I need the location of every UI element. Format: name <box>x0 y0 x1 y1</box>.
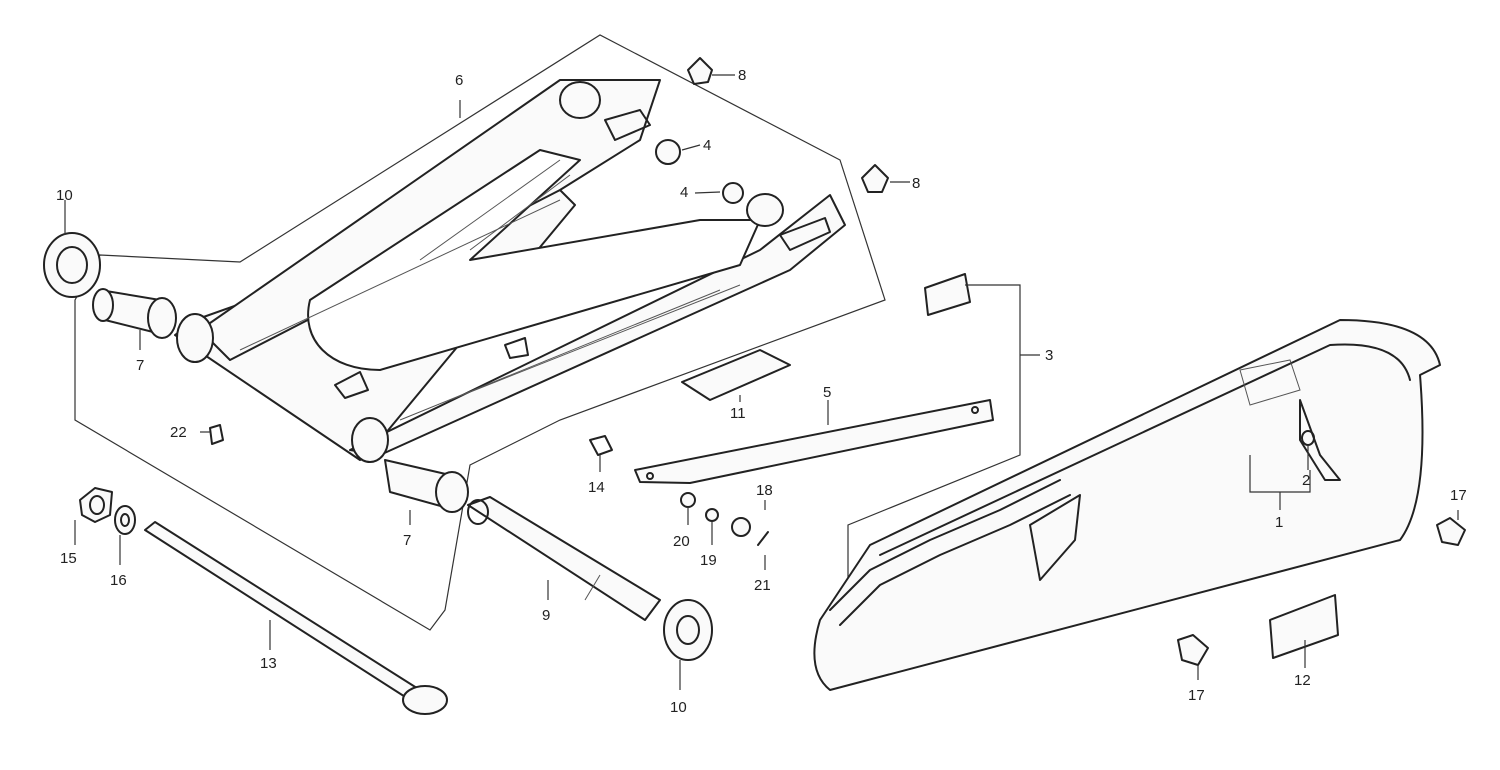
spacer-right <box>384 459 469 513</box>
pin-21 <box>757 531 769 546</box>
swingarm-group-outline <box>74 34 886 631</box>
washer-16 <box>114 505 136 535</box>
callout-3: 3 <box>1045 347 1053 364</box>
washer-20 <box>680 492 696 508</box>
chaincase-group-outline <box>847 284 1021 580</box>
adjuster-8b <box>861 164 889 193</box>
chain-case <box>813 319 1441 691</box>
bolt-14 <box>589 435 613 456</box>
spacer-left <box>92 288 177 339</box>
callout-10a: 10 <box>56 187 73 204</box>
clip-22 <box>209 424 224 445</box>
callout-2: 2 <box>1302 472 1310 489</box>
callout-21: 21 <box>754 577 771 594</box>
callout-4a: 4 <box>703 137 711 154</box>
bushing-4b <box>722 182 744 204</box>
callout-4b: 4 <box>680 184 688 201</box>
nut-18 <box>731 517 751 537</box>
swingarm <box>174 79 846 463</box>
callout-10b: 10 <box>670 699 687 716</box>
callout-17a: 17 <box>1450 487 1467 504</box>
bearing-right <box>663 599 713 661</box>
callout-13: 13 <box>260 655 277 672</box>
bearing-left <box>43 232 101 298</box>
bushing-4a <box>655 139 681 165</box>
callout-7a: 7 <box>136 357 144 374</box>
callout-9: 9 <box>542 607 550 624</box>
leader-lines <box>64 74 1459 690</box>
callout-11: 11 <box>730 405 746 422</box>
plate-11 <box>681 349 791 401</box>
callout-1: 1 <box>1275 514 1283 531</box>
pivot-shaft <box>467 496 661 621</box>
label-12 <box>1269 594 1339 659</box>
callout-19: 19 <box>700 552 717 569</box>
callout-7b: 7 <box>403 532 411 549</box>
sticker-3 <box>924 273 971 316</box>
washer-19 <box>705 508 719 522</box>
callout-6: 6 <box>455 72 463 89</box>
grommet-17a <box>1436 517 1466 546</box>
nut-15 <box>79 487 113 523</box>
tensioner-bar <box>634 399 994 484</box>
callout-22: 22 <box>170 424 187 441</box>
callout-15: 15 <box>60 550 77 567</box>
callout-labels: 6 8 4 4 8 10 7 22 11 5 3 14 18 20 19 21 … <box>56 67 1467 716</box>
callout-18: 18 <box>756 482 773 499</box>
callout-8a: 8 <box>738 67 746 84</box>
adjuster-8a <box>687 57 713 85</box>
callout-8b: 8 <box>912 175 920 192</box>
callout-16: 16 <box>110 572 127 589</box>
callout-12: 12 <box>1294 672 1311 689</box>
callout-5b: 5 <box>823 384 831 401</box>
callout-14: 14 <box>588 479 605 496</box>
callout-20: 20 <box>673 533 690 550</box>
grommet-17b <box>1177 634 1209 666</box>
long-bolt <box>144 521 448 715</box>
callout-17b: 17 <box>1188 687 1205 704</box>
